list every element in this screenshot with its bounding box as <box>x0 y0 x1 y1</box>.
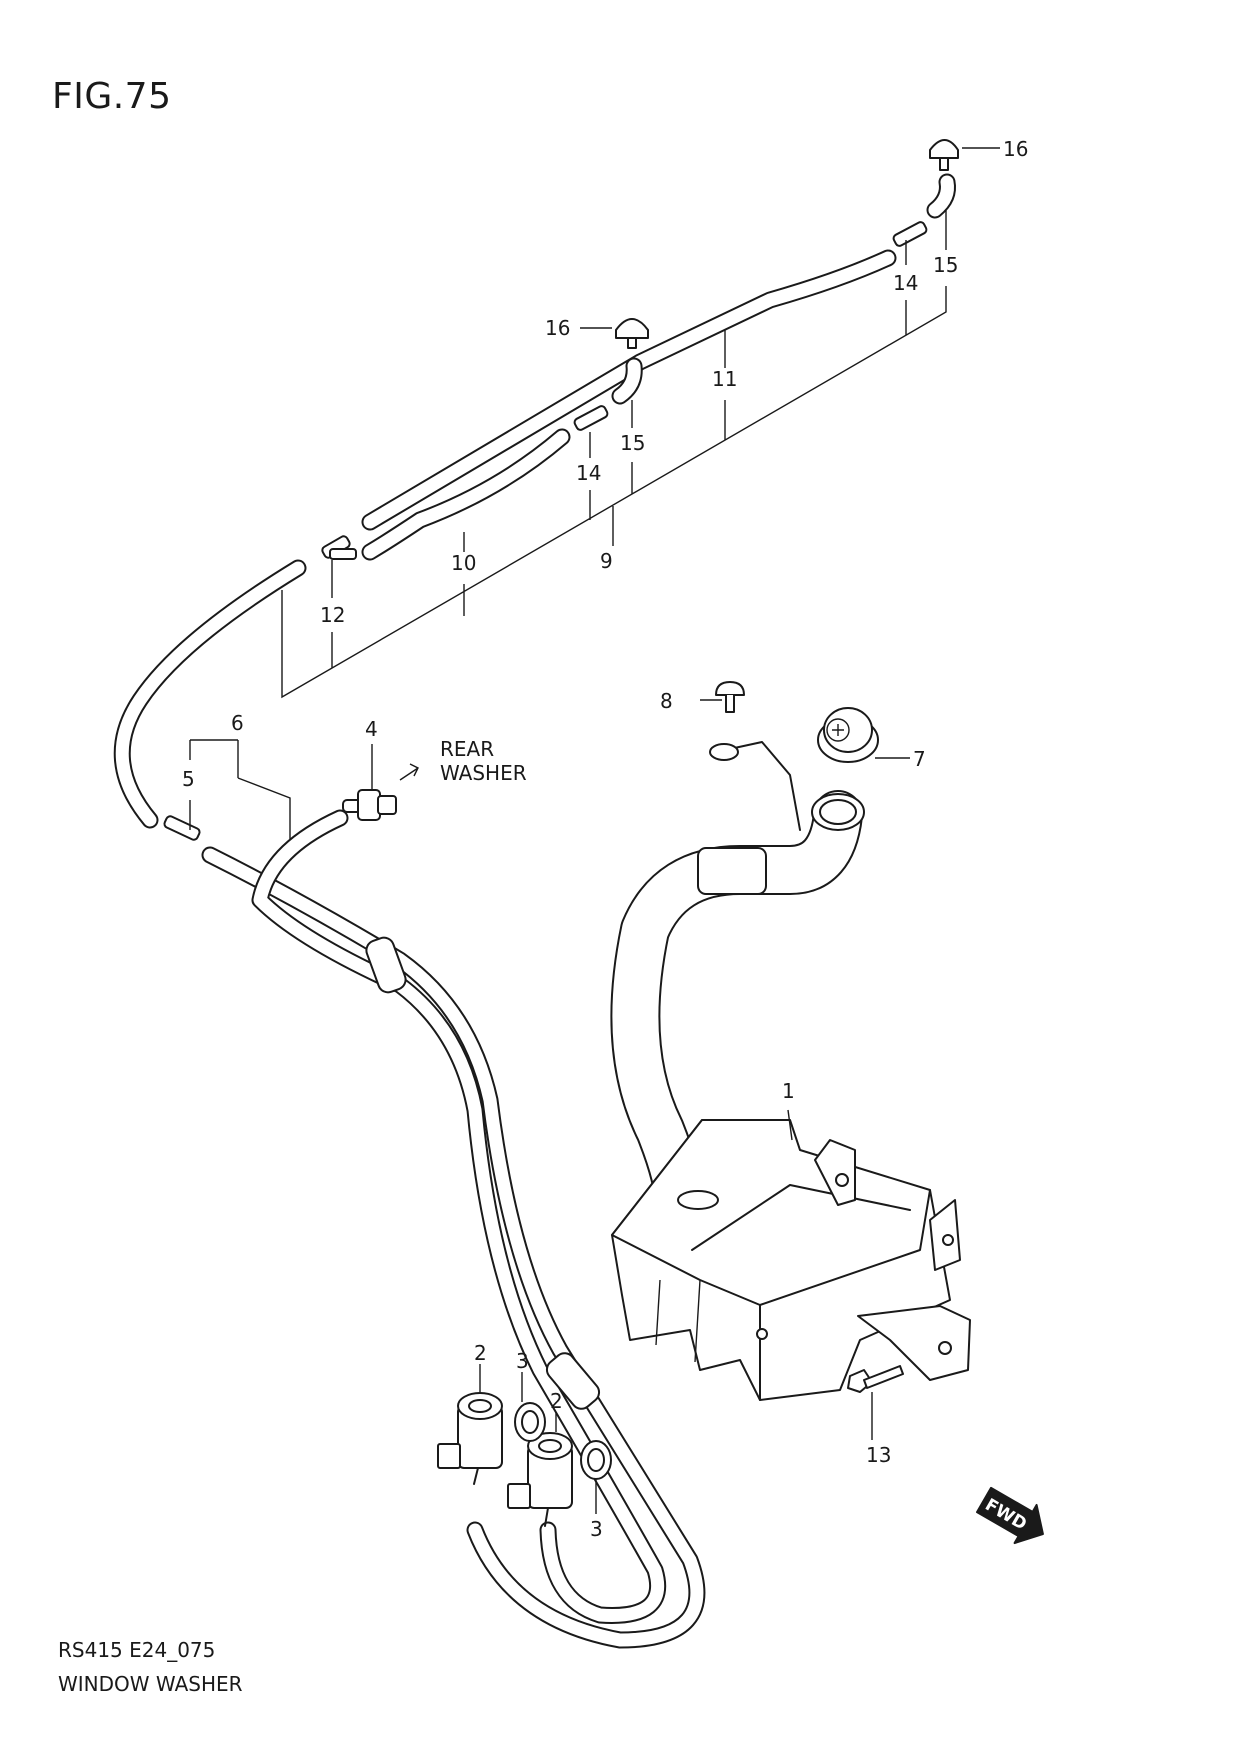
callout-8: 13 <box>866 1443 891 1467</box>
joint-7 <box>163 815 201 841</box>
callout-1: 1 <box>782 1079 795 1103</box>
fwd-arrow-icon: FWD <box>976 1486 1044 1545</box>
washer-tank <box>611 1119 971 1401</box>
callout-9: 8 <box>660 689 673 713</box>
callout-16b: 16 <box>545 316 570 340</box>
nozzle-right <box>892 139 959 247</box>
callout-labels: 16 15 14 16 11 15 14 9 10 12 8 7 6 5 4 1… <box>182 137 1028 1541</box>
bundle-clamp-lower <box>545 1352 601 1410</box>
callout-12: 11 <box>712 367 737 391</box>
bundle-clamp-upper <box>365 936 407 994</box>
callout-14: 14 <box>893 271 918 295</box>
figure-title: FIG.75 <box>52 76 172 117</box>
callout-3b: 3 <box>590 1517 603 1541</box>
joint-5 <box>342 789 397 821</box>
callout-10: 9 <box>600 549 613 573</box>
callout-5: 4 <box>365 717 378 741</box>
callout-4: 7 <box>913 747 926 771</box>
washer-pump-right <box>507 1432 573 1527</box>
hose-left-main <box>113 559 307 829</box>
callout-11: 10 <box>451 551 476 575</box>
nozzle-middle <box>573 318 649 431</box>
grommet-left <box>514 1402 546 1442</box>
tank-cap <box>817 707 879 763</box>
document-code: RS415 E24_075 <box>58 1638 216 1662</box>
callout-2: 2 <box>474 1341 487 1365</box>
callout-13: 12 <box>320 603 345 627</box>
grommet-right <box>580 1440 612 1480</box>
joint-13 <box>321 535 357 560</box>
document-name: WINDOW WASHER <box>58 1672 243 1696</box>
rear-washer-line2: WASHER <box>440 761 527 785</box>
filler-neck <box>610 790 865 1235</box>
washer-pump-left <box>437 1392 503 1485</box>
neck-strap <box>715 741 801 831</box>
callout-6: 6 <box>231 711 244 735</box>
bolt-8 <box>847 1365 904 1393</box>
callout-16: 16 <box>1003 137 1028 161</box>
callout-7: 5 <box>182 767 195 791</box>
callout-15: 15 <box>933 253 958 277</box>
callout-15b: 15 <box>620 431 645 455</box>
hose-upper-long <box>361 249 897 531</box>
leader-lines <box>189 147 1000 1514</box>
strap-eye <box>709 743 739 761</box>
hose-upper-short <box>361 428 571 561</box>
callout-2b: 2 <box>550 1389 563 1413</box>
callout-3: 3 <box>516 1349 529 1373</box>
clip-9 <box>715 681 745 713</box>
callout-14b: 14 <box>576 461 601 485</box>
rear-washer-line1: REAR <box>440 737 494 761</box>
